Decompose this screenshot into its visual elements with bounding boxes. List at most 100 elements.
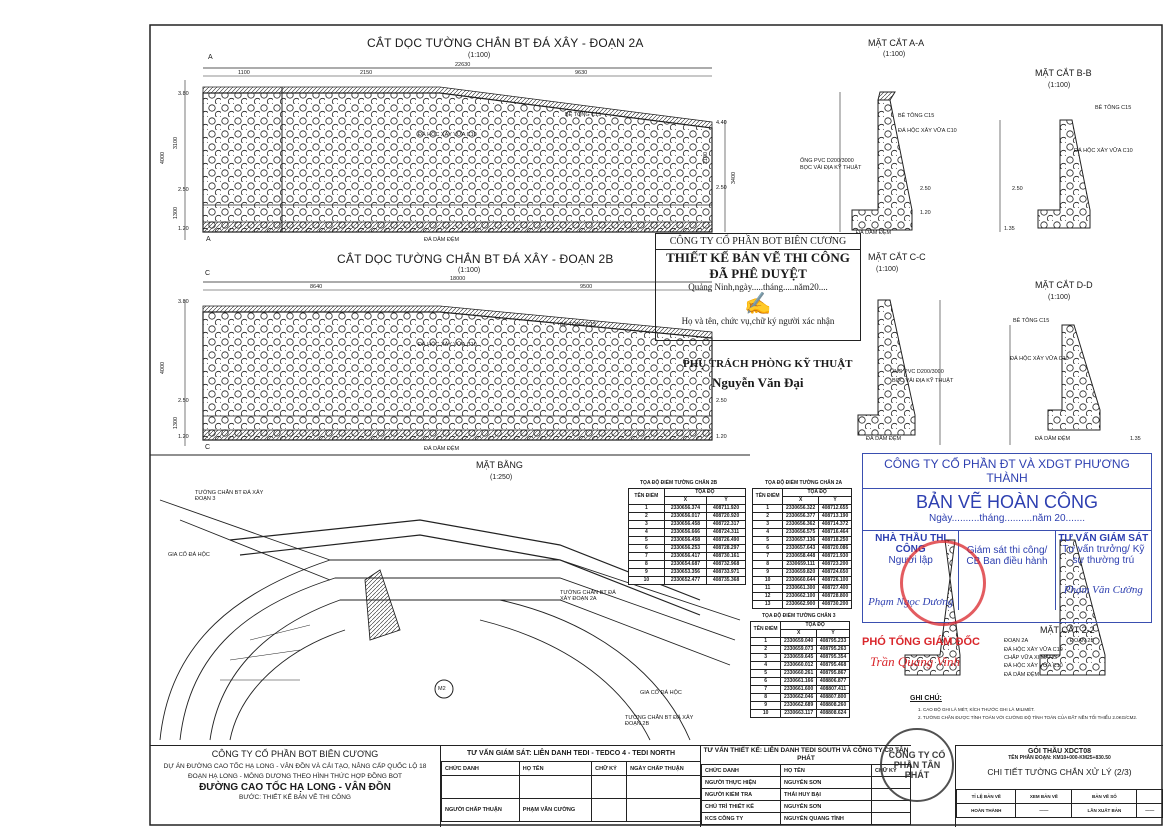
- table-cell: 2330659.073: [780, 645, 818, 654]
- table-cell: 2330659.645: [780, 653, 818, 662]
- title-block-supervisor: TƯ VẤN GIÁM SÁT: LIÊN DANH TEDI - TEDCO …: [440, 745, 701, 827]
- section-cc-title: MẶT CẮT C-C: [868, 252, 926, 262]
- level: 4.40: [716, 120, 727, 126]
- col-header: NGÀY CHẤP THUẬN: [626, 761, 701, 776]
- plan-label: GIA CỐ ĐÁ HỘC: [168, 552, 210, 558]
- table-cell: 7: [751, 552, 784, 561]
- dim: 3400: [731, 171, 738, 185]
- asbuilt-consultant-sub: Tư vấn trưởng/ Kỹ sư thường trú: [1062, 544, 1145, 566]
- col-header: TỌA ĐỘ: [780, 621, 850, 630]
- table-cell: 408728.297: [706, 544, 746, 553]
- table-cell: 5: [749, 669, 782, 678]
- label-segment-2a: ĐOẠN 2A: [1004, 638, 1029, 644]
- label-concrete: BÊ TÔNG C15: [560, 322, 597, 328]
- table-cell: 408795.263: [816, 645, 850, 654]
- col-header: CHỨC DANH: [700, 764, 782, 777]
- table-cell: 408716.464: [818, 528, 852, 537]
- table-cell: 2330657.643: [782, 544, 820, 553]
- label-stone: ĐÁ HỘC XÂY VỮA C10: [418, 342, 477, 348]
- elevation-2b-title: CẮT DỌC TƯỜNG CHẮN BT ĐÁ XÂY - ĐOẠN 2B: [337, 252, 614, 266]
- col-header: TÊN ĐIỂM: [749, 621, 782, 638]
- package-segment: TÊN PHÂN ĐOẠN: KM10+000-KM25+830.50: [1008, 755, 1111, 761]
- approval-stamp: CÔNG TY CỔ PHẦN BOT BIÊN CƯƠNG THIẾT KẾ …: [655, 233, 861, 341]
- signature-icon: ✍: [744, 291, 772, 316]
- note-item: 1. CAO ĐỘ GHI LÀ MÉT, KÍCH THƯỚC GHI LÀ …: [918, 707, 1035, 712]
- table-cell: 408713.190: [818, 512, 852, 521]
- table-cell: 4: [751, 528, 784, 537]
- title-block-sheet: GÓI THẦU XDCT08 TÊN PHÂN ĐOẠN: KM10+000-…: [955, 745, 1163, 827]
- approver-name: PHẠM VĂN CƯỜNG: [518, 798, 593, 822]
- table-cell: 2330658.448: [782, 552, 820, 561]
- table-cell: 6: [751, 544, 784, 553]
- design-stage: BƯỚC: THIẾT KẾ BẢN VẼ THI CÔNG: [239, 794, 351, 801]
- col-header: CHỨC DANH: [441, 761, 520, 776]
- table-cell: 2330656.017: [663, 512, 708, 521]
- dim: 2150: [360, 70, 373, 76]
- label-stone: ĐÁ HỘC XÂY VỮA C10: [1010, 356, 1069, 362]
- table-cell: 2330652.477: [663, 576, 708, 585]
- table-cell: 408730.161: [706, 552, 746, 561]
- section-bb-title: MẶT CẮT B-B: [1035, 68, 1092, 78]
- table-cell: 13: [751, 600, 784, 609]
- person: THÁI HUY BẠI: [780, 788, 872, 801]
- table-cell: 408711.920: [706, 504, 746, 513]
- table-cell: 408714.372: [818, 520, 852, 529]
- col-header: Y: [706, 496, 746, 505]
- elevation-2a-title: CẮT DỌC TƯỜNG CHẮN BT ĐÁ XÂY - ĐOẠN 2A: [367, 36, 644, 50]
- label-stone: ĐÁ HỘC XÂY VỮA C10: [1004, 663, 1063, 669]
- table-cell: 2330653.356: [663, 568, 708, 577]
- col-header: X: [663, 496, 708, 505]
- dim: 2100: [703, 151, 710, 165]
- asbuilt-consultant: TƯ VẤN GIÁM SÁT: [1058, 533, 1149, 544]
- table-cell: 2330656.362: [782, 520, 820, 529]
- table-cell: 408808.260: [816, 701, 850, 710]
- table-cell: 408732.968: [706, 560, 746, 569]
- table-cell: 408735.368: [706, 576, 746, 585]
- asbuilt-date: Ngày..........tháng..........năm 20.....…: [929, 513, 1085, 524]
- info-label: LẦN XUẤT BẢN: [1071, 803, 1138, 818]
- approval-company: CÔNG TY CỔ PHẦN BOT BIÊN CƯƠNG: [656, 234, 860, 250]
- table-cell: 5: [628, 536, 665, 545]
- section-aa-scale: (1:100): [883, 51, 906, 58]
- table-cell: 408720.086: [818, 544, 852, 553]
- table-cell: 4: [749, 661, 782, 670]
- table-cell: 12: [751, 592, 784, 601]
- elevation-2b-wall: [184, 281, 713, 446]
- col-header: X: [782, 496, 820, 505]
- table-cell: 2330663.117: [780, 709, 818, 718]
- table-cell: 2330659.040: [780, 637, 818, 646]
- table-cell: 408712.655: [818, 504, 852, 513]
- table-cell: 408721.930: [818, 552, 852, 561]
- title-block-designer: TƯ VẤN THIẾT KẾ: LIÊN DANH TEDI SOUTH VÀ…: [700, 745, 912, 827]
- table-cell: 8: [628, 560, 665, 569]
- elevation-2a-scale: (1:100): [468, 52, 491, 59]
- table-cell: 408795.867: [816, 669, 850, 678]
- plan-marker: M2: [438, 686, 446, 692]
- table-cell: 2: [751, 512, 784, 521]
- table-cell: 408726.490: [706, 536, 746, 545]
- approver-role: NGƯỜI CHẤP THUẬN: [441, 798, 520, 822]
- asbuilt-contractor: NHÀ THẦU THI CÔNG: [875, 533, 947, 555]
- supervisor-name: TƯ VẤN GIÁM SÁT: LIÊN DANH TEDI - TEDCO …: [466, 750, 676, 757]
- table-cell: 408723.200: [818, 560, 852, 569]
- col-header: TÊN ĐIỂM: [751, 488, 784, 505]
- label-stone: ĐÁ HỘC XÂY VỮA C10: [418, 132, 477, 138]
- section-bb-scale: (1:100): [1048, 82, 1071, 89]
- level: 2.50: [1012, 186, 1023, 192]
- table-cell: 3: [751, 520, 784, 529]
- approval-date: Quảng Ninh,ngày.....tháng.....năm20....: [688, 282, 828, 292]
